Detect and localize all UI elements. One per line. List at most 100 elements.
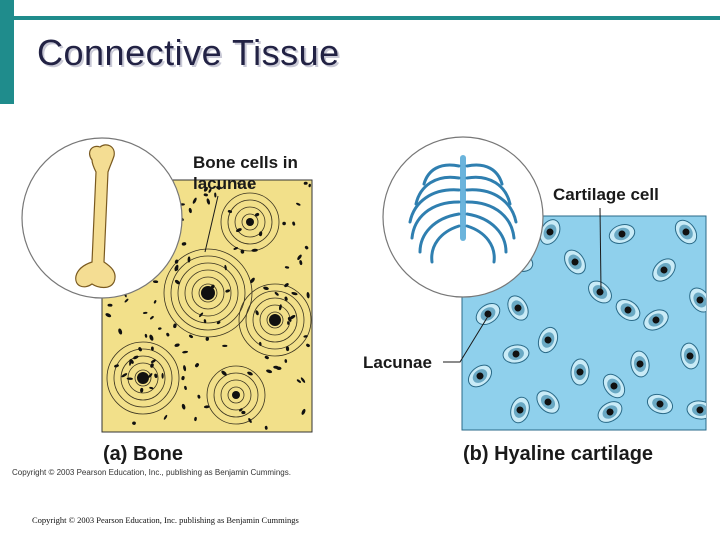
bone-lacuna [216, 321, 221, 325]
bone-lacuna [225, 289, 231, 293]
cartilage-nucleus [544, 398, 552, 406]
cartilage-nucleus [610, 382, 618, 390]
rib-cage-icon [408, 155, 518, 264]
bone-lacuna [282, 221, 286, 226]
bone-lacuna [181, 376, 185, 381]
accent-bar-top [14, 16, 720, 20]
cartilage-nucleus [682, 228, 690, 236]
cartilage-nucleus [512, 350, 520, 358]
osteon [220, 192, 280, 252]
bone-lacuna [248, 183, 252, 188]
bone-lacuna [192, 197, 197, 204]
bone-lacuna [278, 304, 282, 311]
bone-lacuna [255, 310, 259, 316]
bone-lacuna [132, 421, 136, 425]
cartilage-cell-pointer [599, 207, 602, 291]
bone-lacuna [173, 323, 177, 329]
chondrocyte [588, 280, 612, 304]
bone-lacuna [158, 327, 162, 330]
bone-lacuna [284, 283, 289, 288]
bone-lacuna [184, 385, 187, 390]
bone-lacuna [241, 410, 246, 415]
chondrocyte [467, 364, 493, 388]
bone-lacuna [166, 332, 170, 337]
lacunae-label: Lacunae [363, 353, 432, 372]
bone-lacuna [188, 207, 192, 214]
cartilage-cell-label-group: Cartilage cell [553, 185, 659, 291]
bone-lacuna [174, 343, 180, 347]
cartilage-nucleus [696, 406, 704, 414]
femur-icon [75, 144, 116, 289]
chondrocyte [536, 390, 560, 414]
bone-lacuna [250, 277, 255, 284]
bone-lacuna [105, 313, 112, 318]
bone-lacuna [181, 403, 186, 410]
bone-lacuna [203, 319, 207, 324]
cartilage-nucleus [660, 266, 668, 274]
cartilage-cell-label: Cartilage cell [553, 185, 659, 204]
bone-lacuna [306, 343, 310, 348]
bone-lacuna [299, 260, 303, 266]
bone-lacuna [163, 414, 168, 420]
bone-lacuna [150, 315, 154, 320]
bone-lacuna [214, 192, 217, 198]
bone-lacuna [182, 350, 189, 354]
bone-lacuna [144, 333, 148, 338]
cartilage-nucleus [596, 288, 604, 296]
chondrocyte [608, 224, 636, 244]
lacunae-pointer [443, 312, 491, 363]
chondrocyte [502, 344, 530, 364]
bone-lacuna [149, 334, 154, 341]
bone-lacuna [240, 249, 245, 254]
bone-lacuna [194, 416, 197, 422]
bone-lacuna [308, 183, 311, 188]
bone-lacuna [303, 335, 308, 338]
cartilage-inset [382, 136, 544, 298]
bone-lacuna [301, 408, 306, 415]
bone-lacuna [142, 311, 148, 314]
central-canal [232, 391, 240, 399]
cartilage-nucleus [484, 310, 492, 318]
slide-title: Connective Tissue [37, 32, 340, 73]
cartilage-nucleus [576, 368, 584, 376]
bone-lacuna [208, 188, 212, 193]
cartilage-nucleus [656, 400, 664, 408]
bone-lacuna [195, 363, 199, 368]
bone-lacuna [284, 359, 288, 363]
bone-lacuna [150, 363, 154, 368]
cartilage-nucleus [476, 372, 484, 380]
chondrocyte [686, 400, 706, 420]
bone-lacuna [237, 182, 241, 186]
bone-lacuna [284, 296, 288, 301]
bone-lacuna [296, 379, 302, 383]
bone-cells-label-line2: lacunae [193, 174, 256, 193]
bone-lacuna [264, 355, 269, 360]
chondrocyte [507, 295, 529, 321]
chondrocyte [564, 249, 586, 275]
bone-lacuna [133, 355, 139, 360]
bone-lacuna [174, 259, 179, 264]
bone-lacuna [129, 359, 134, 364]
cartilage-nucleus [544, 336, 552, 344]
bone-lacuna [114, 364, 119, 368]
bone-lacuna [247, 371, 253, 376]
cartilage-nucleus [514, 304, 522, 312]
bone-lacuna [140, 387, 144, 393]
bone-lacuna [255, 212, 260, 217]
bone-lacuna [202, 294, 207, 298]
cartilage-nucleus [686, 352, 694, 360]
bone-lacuna [183, 365, 187, 372]
central-canal [137, 372, 149, 384]
osteon [206, 365, 266, 425]
bone-lacuna [259, 341, 262, 346]
bone-lacuna [287, 316, 292, 322]
bone-lacuna [300, 377, 306, 383]
bone-lacuna [303, 181, 308, 185]
chondrocyte [475, 302, 501, 326]
bone-lacuna [216, 186, 221, 190]
bone-lacuna [203, 193, 208, 197]
bone-lacuna [124, 298, 129, 303]
chondrocyte [570, 358, 590, 386]
cartilage-nucleus [636, 360, 644, 368]
chondrocyte [646, 393, 674, 415]
